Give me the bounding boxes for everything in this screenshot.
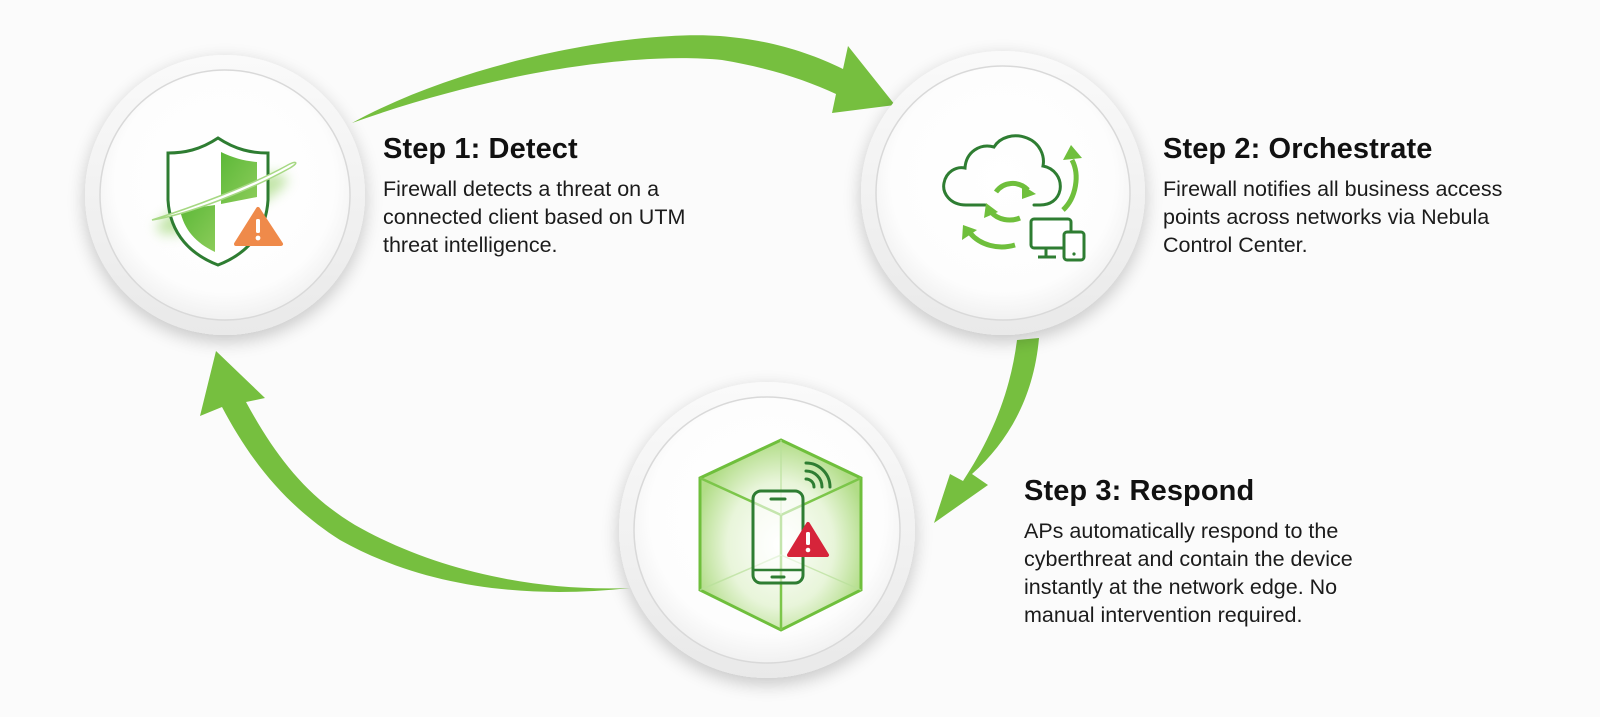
step3-node xyxy=(619,382,915,678)
step1-text-block: Step 1: Detect Firewall detects a threat… xyxy=(383,133,713,259)
arrow-step2-to-step3 xyxy=(934,338,1039,523)
step2-node xyxy=(861,51,1145,335)
cloud-sync-devices-icon xyxy=(942,134,1086,262)
step2-description: Firewall notifies all business access po… xyxy=(1163,177,1503,257)
arrow-step1-to-step2 xyxy=(352,35,895,123)
step3-title: Step 3: Respond xyxy=(1024,475,1255,507)
step2-title: Step 2: Orchestrate xyxy=(1163,133,1433,165)
arrow-step3-to-step1 xyxy=(200,351,630,592)
step1-description: Firewall detects a threat on a connected… xyxy=(383,177,686,257)
step3-text-block: Step 3: Respond APs automatically respon… xyxy=(1024,475,1404,629)
step1-title: Step 1: Detect xyxy=(383,133,578,165)
cycle-arrows xyxy=(200,35,1039,592)
shield-warning-icon xyxy=(151,136,297,267)
step3-description: APs automatically respond to the cyberth… xyxy=(1024,519,1353,627)
step2-text-block: Step 2: Orchestrate Firewall notifies al… xyxy=(1163,133,1523,259)
step1-node xyxy=(85,55,365,335)
contained-phone-alert-icon xyxy=(698,438,863,632)
